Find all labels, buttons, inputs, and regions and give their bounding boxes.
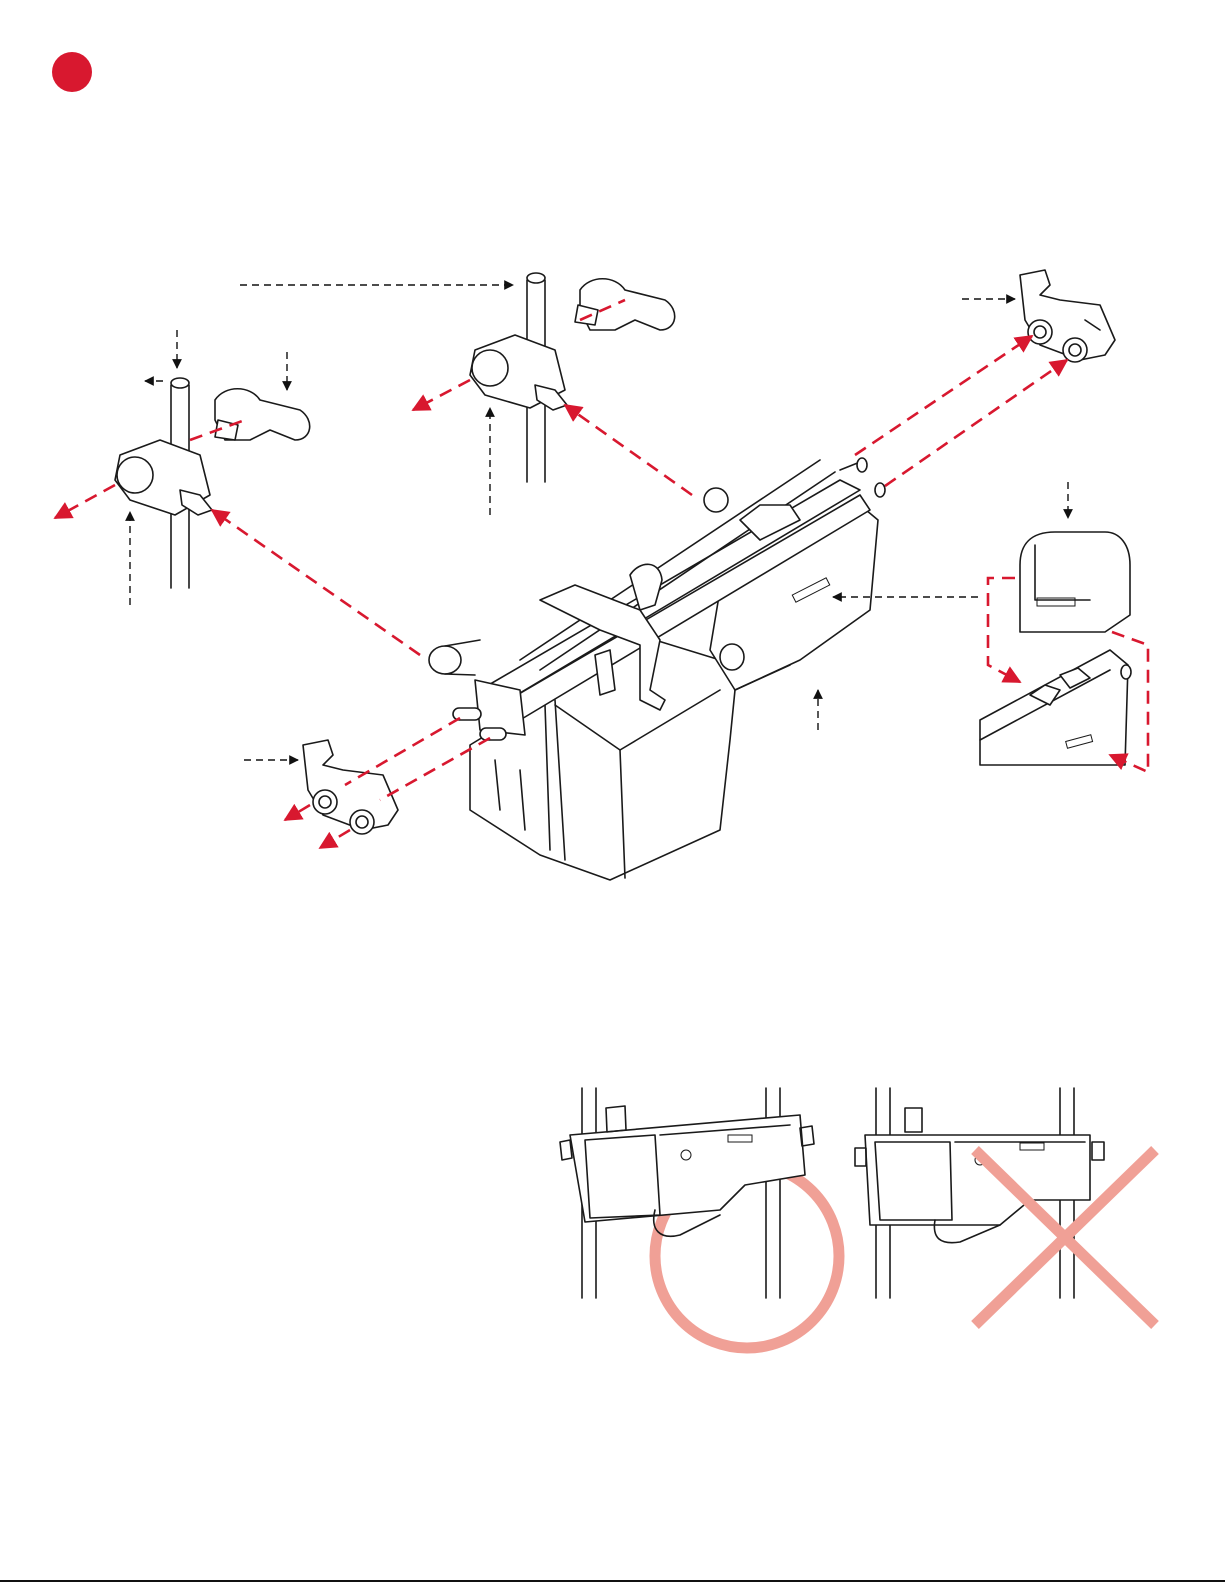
right-bracket-top [1020,270,1115,362]
cover-cap-detail [980,532,1131,765]
holder-body [429,458,885,880]
comparison-wrong [855,1088,1155,1325]
middle-pole-clamp [470,273,675,482]
left-bracket-bottom [303,740,398,834]
comparison-correct [560,1088,839,1348]
page-bottom-rule [0,1580,1225,1582]
